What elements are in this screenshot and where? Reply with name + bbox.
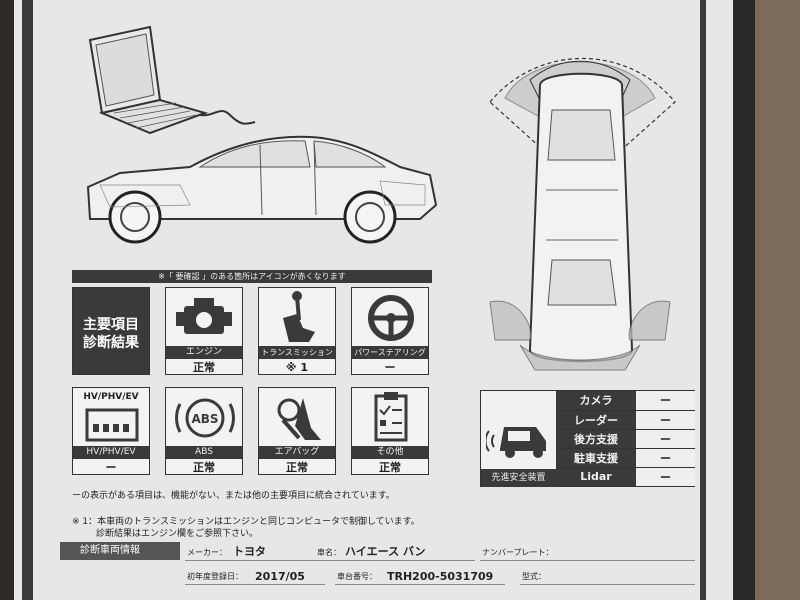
photo-edge-right [733,0,755,600]
tile-name: エアバッグ [259,446,335,459]
model-field: 車名： ハイエース バン [315,545,475,561]
gear-shift-icon [283,291,315,342]
adas-value: ー [636,467,695,487]
adas-label: カメラ [556,391,636,411]
maker-field: メーカー： トヨタ [185,545,325,561]
vehicle-info-header: 診断車両情報 [60,542,180,560]
checklist-icon [374,392,408,442]
first-registration-value: 2017/05 [255,570,305,583]
maker-label: メーカー： [187,548,227,557]
adas-label: Lidar [556,467,636,487]
battery-display-icon [85,408,139,442]
engine-tile: エンジン 正常 [165,287,243,375]
abs-icon-text: ABS [191,412,218,426]
desk-background [755,0,800,600]
abs-tile: ABS ABS 正常 [165,387,243,475]
tile-value: ※ 1 [285,361,309,374]
abs-icon: ABS [175,398,235,438]
adas-value: ー [636,410,695,430]
adas-value: ー [636,448,695,468]
maker-value: トヨタ [233,545,266,558]
table-row: 後方支援ー [556,429,695,449]
car-top-view-icon [489,57,676,371]
note-1-line-2: 診断結果はエンジン欄をご参照下さい。 [96,529,259,539]
chassis-value: TRH200-5031709 [387,570,494,583]
sheet-frame-right [700,0,706,600]
table-row: カメラー [556,391,695,411]
adas-label: レーダー [556,410,636,430]
tile-value: ー [105,461,117,474]
tile-name: エンジン [166,346,242,359]
tile-value: 正常 [193,461,215,474]
adas-label: 後方支援 [556,429,636,449]
car-side-view-icon [86,135,438,244]
main-tile-line1: 主要項目 [83,317,139,333]
engine-icon [176,298,232,334]
chassis-label: 車台番号： [337,572,377,581]
note-1-line-1: ※ 1：本車両のトランスミッションはエンジンと同じコンピュータで制御しています。 [72,517,420,527]
first-registration-label: 初年度登録日： [187,572,243,581]
tile-value: 正常 [193,361,215,374]
other-tile: その他 正常 [351,387,429,475]
airbag-tile: エアバッグ 正常 [258,387,336,475]
model-value: ハイエース バン [345,545,426,558]
plate-label: ナンバープレート： [482,548,554,557]
tile-name: パワーステアリング [352,346,428,359]
tile-value: 正常 [379,461,401,474]
adas-caption: 先進安全装置 [481,469,556,487]
photo-edge-left [0,0,14,600]
steering-wheel-icon [368,295,414,341]
main-tile-line2: 診断結果 [83,335,139,351]
type-field: 型式： [520,570,695,585]
adas-value: ー [636,429,695,449]
notice-bar: ※「 要確認 」のある箇所はアイコンが赤くなります [72,270,432,283]
tile-name: HV/PHV/EV [73,446,149,459]
model-label: 車名： [317,548,341,557]
main-diagnosis-tile: 主要項目 診断結果 [72,287,150,375]
sheet-frame-left [22,0,33,600]
tile-name: トランスミッション [259,346,335,359]
adas-value: ー [636,391,695,411]
transmission-tile: トランスミッション ※ 1 [258,287,336,375]
tile-value: 正常 [286,461,308,474]
dash-note: ーの表示がある項目は、機能がない、または他の主要項目に統合されています。 [72,491,395,501]
car-sensor-icon [486,427,546,458]
type-label: 型式： [522,572,546,581]
table-row: レーダーー [556,410,695,430]
adas-label: 駐車支援 [556,448,636,468]
tile-name: ABS [166,446,242,459]
chassis-field: 車台番号： TRH200-5031709 [335,570,505,585]
laptop-icon [88,25,256,135]
airbag-icon [277,398,321,440]
tile-name: その他 [352,446,428,459]
tile-value: ー [384,361,396,374]
hv-tile: HV/PHV/EV HV/PHV/EV ー [72,387,150,475]
first-registration-field: 初年度登録日： 2017/05 [185,570,325,585]
table-row: 駐車支援ー [556,448,695,468]
plate-field: ナンバープレート： [480,546,695,561]
hv-tile-title: HV/PHV/EV [83,392,139,402]
power-steering-tile: パワーステアリング ー [351,287,429,375]
